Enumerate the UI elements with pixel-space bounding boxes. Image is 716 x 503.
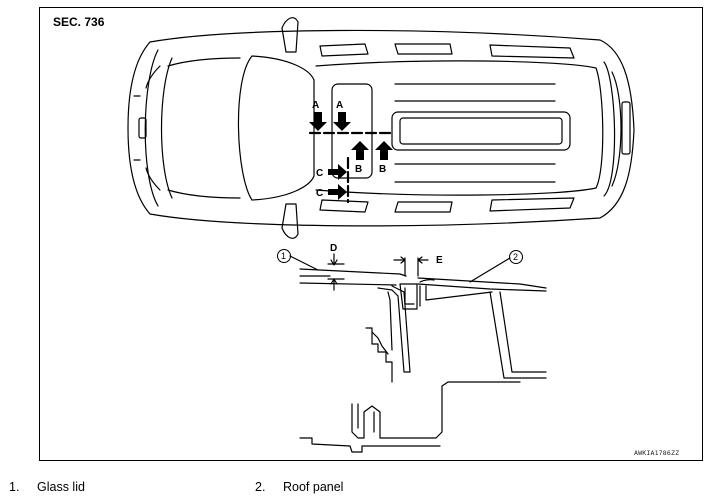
roof-panel-profile (417, 277, 547, 292)
legend-number-2: 2. (255, 480, 266, 494)
arrow-c-bottom (328, 184, 347, 200)
vehicle-top-view (127, 17, 635, 239)
leader-1 (289, 255, 319, 271)
legend-text-1: Glass lid (37, 480, 85, 494)
label-c-top: C (316, 168, 323, 179)
dimension-e (393, 256, 429, 277)
arrow-b-left (351, 141, 369, 160)
arrow-b-right (375, 141, 393, 160)
diagram-frame (39, 7, 703, 461)
seal-profile (399, 283, 418, 310)
arrow-c-top (328, 164, 347, 180)
label-a-left: A (312, 100, 319, 111)
label-c-bottom: C (316, 188, 323, 199)
legend-number-1: 1. (9, 480, 20, 494)
leader-2 (469, 257, 511, 283)
label-b-right: B (379, 164, 386, 175)
callout-1: 1 (281, 251, 286, 261)
mirror-top (281, 17, 299, 53)
dimension-d-lower-arrow (330, 278, 338, 291)
callout-circle-1 (277, 249, 291, 263)
callout-2: 2 (513, 252, 518, 262)
arrow-a-right (333, 112, 351, 131)
sunroof-opening (391, 111, 571, 151)
legend-text-2: Roof panel (283, 480, 344, 494)
glass-lid-profile (299, 268, 407, 286)
image-code: AWKIA1786ZZ (634, 449, 680, 457)
vehicle-body-outline (127, 29, 635, 227)
cross-section-detail (289, 253, 547, 453)
label-b-left: B (355, 164, 362, 175)
section-lines (308, 131, 394, 204)
label-e: E (436, 255, 443, 266)
arrow-a-left (309, 112, 327, 131)
label-d: D (330, 243, 337, 254)
callout-circle-2 (509, 250, 523, 264)
section-label: SEC. 736 (53, 15, 105, 29)
mirror-bottom (281, 203, 299, 239)
windshield (237, 55, 315, 201)
dimension-d-upper-arrow (330, 253, 338, 266)
view-arrows (309, 112, 393, 200)
glass-lid-panel (331, 83, 373, 179)
label-a-right: A (336, 100, 343, 111)
